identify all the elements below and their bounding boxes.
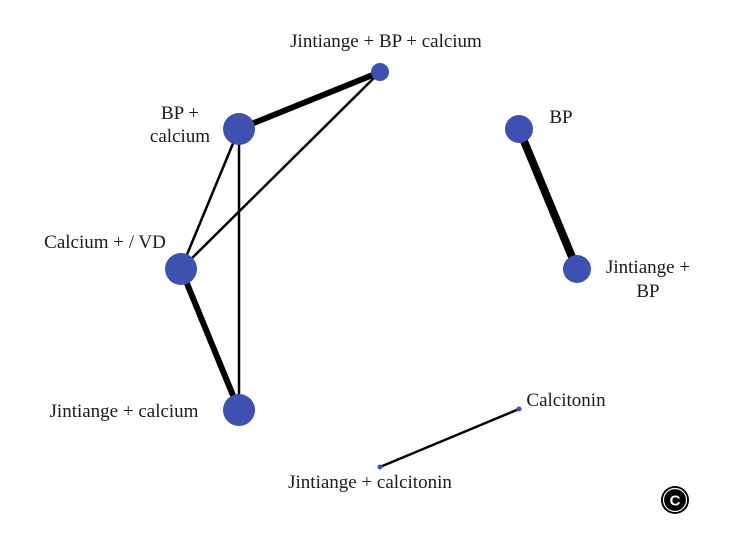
panel-badge-circle <box>661 486 689 514</box>
node-label-jct: Jintiange + calcitonin <box>288 472 452 493</box>
node-label-line: BP <box>636 281 659 302</box>
node-label-jbc: Jintiange + BP + calcium <box>290 31 482 52</box>
panel-badge: C <box>661 486 689 514</box>
node-label-line: BP + <box>161 103 199 124</box>
node-label-bpc: BP +calcium <box>150 103 210 147</box>
node-jbp <box>563 255 591 283</box>
node-ct <box>516 406 522 412</box>
node-label-line: Jintiange + BP + calcium <box>290 31 482 52</box>
node-jbc <box>371 63 389 81</box>
node-label-line: BP <box>549 107 572 128</box>
node-label-jc: Jintiange + calcium <box>50 401 199 422</box>
node-label-line: Jintiange + calcitonin <box>288 472 452 493</box>
node-label-line: Calcitonin <box>526 390 606 411</box>
nodes-layer <box>165 63 591 470</box>
panel-badge-ring <box>662 487 688 513</box>
node-label-line: Jintiange + <box>606 257 690 278</box>
edge-calvd-jc <box>178 266 242 413</box>
node-bp <box>505 115 533 143</box>
node-jc <box>223 394 255 426</box>
node-label-line: Calcium + / VD <box>44 232 166 253</box>
node-label-ct: Calcitonin <box>526 390 606 411</box>
edge-bpc-calvd <box>179 127 241 271</box>
node-label-bp: BP <box>549 107 572 128</box>
node-bpc <box>223 113 255 145</box>
node-jct <box>377 464 383 470</box>
node-label-jbp: Jintiange + BP <box>606 257 690 302</box>
edge-calvd-jbc <box>179 70 382 271</box>
edges-layer <box>178 69 581 469</box>
node-label-line: Jintiange + calcium <box>50 401 199 422</box>
node-label-calvd: Calcium + / VD <box>44 232 166 253</box>
panel-label: C <box>670 493 681 510</box>
node-label-line: calcium <box>150 126 210 147</box>
edge-bpc-jbc <box>236 69 383 132</box>
edge-ct-jct <box>378 407 521 469</box>
edge-bp-jbp <box>515 125 581 273</box>
node-calvd <box>165 253 197 285</box>
